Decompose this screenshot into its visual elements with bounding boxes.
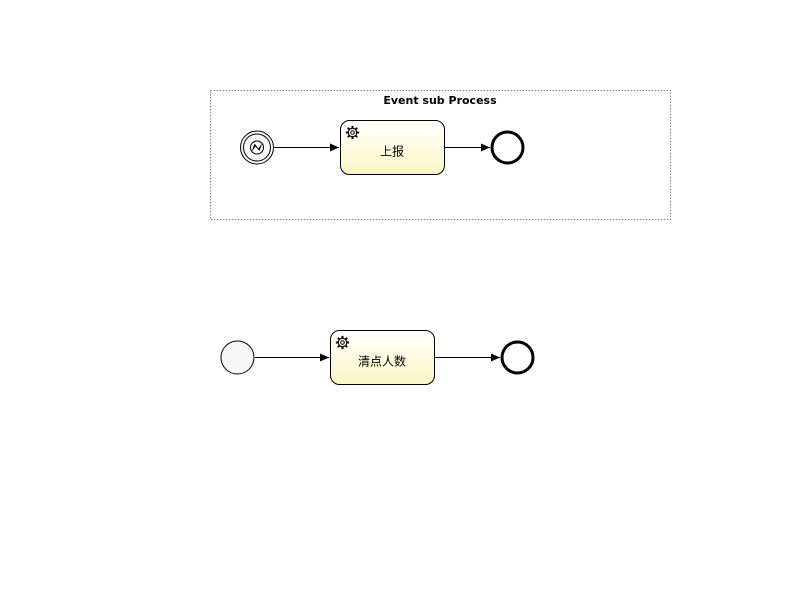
- service-task-report[interactable]: 上报: [340, 120, 445, 175]
- end-event[interactable]: [500, 340, 535, 375]
- task-label: 清点人数: [358, 354, 406, 369]
- main-process: 清点人数: [220, 330, 535, 385]
- end-event[interactable]: [490, 130, 525, 165]
- event-subprocess[interactable]: Event sub Process 上报: [210, 90, 671, 220]
- event-subprocess-title: Event sub Process: [383, 94, 497, 107]
- event-subprocess-border: [210, 90, 671, 220]
- task-label: 上报: [380, 144, 404, 159]
- start-event[interactable]: [220, 340, 255, 375]
- service-task-headcount[interactable]: 清点人数: [330, 330, 435, 385]
- error-icon: [250, 140, 264, 155]
- error-start-event[interactable]: [240, 130, 274, 165]
